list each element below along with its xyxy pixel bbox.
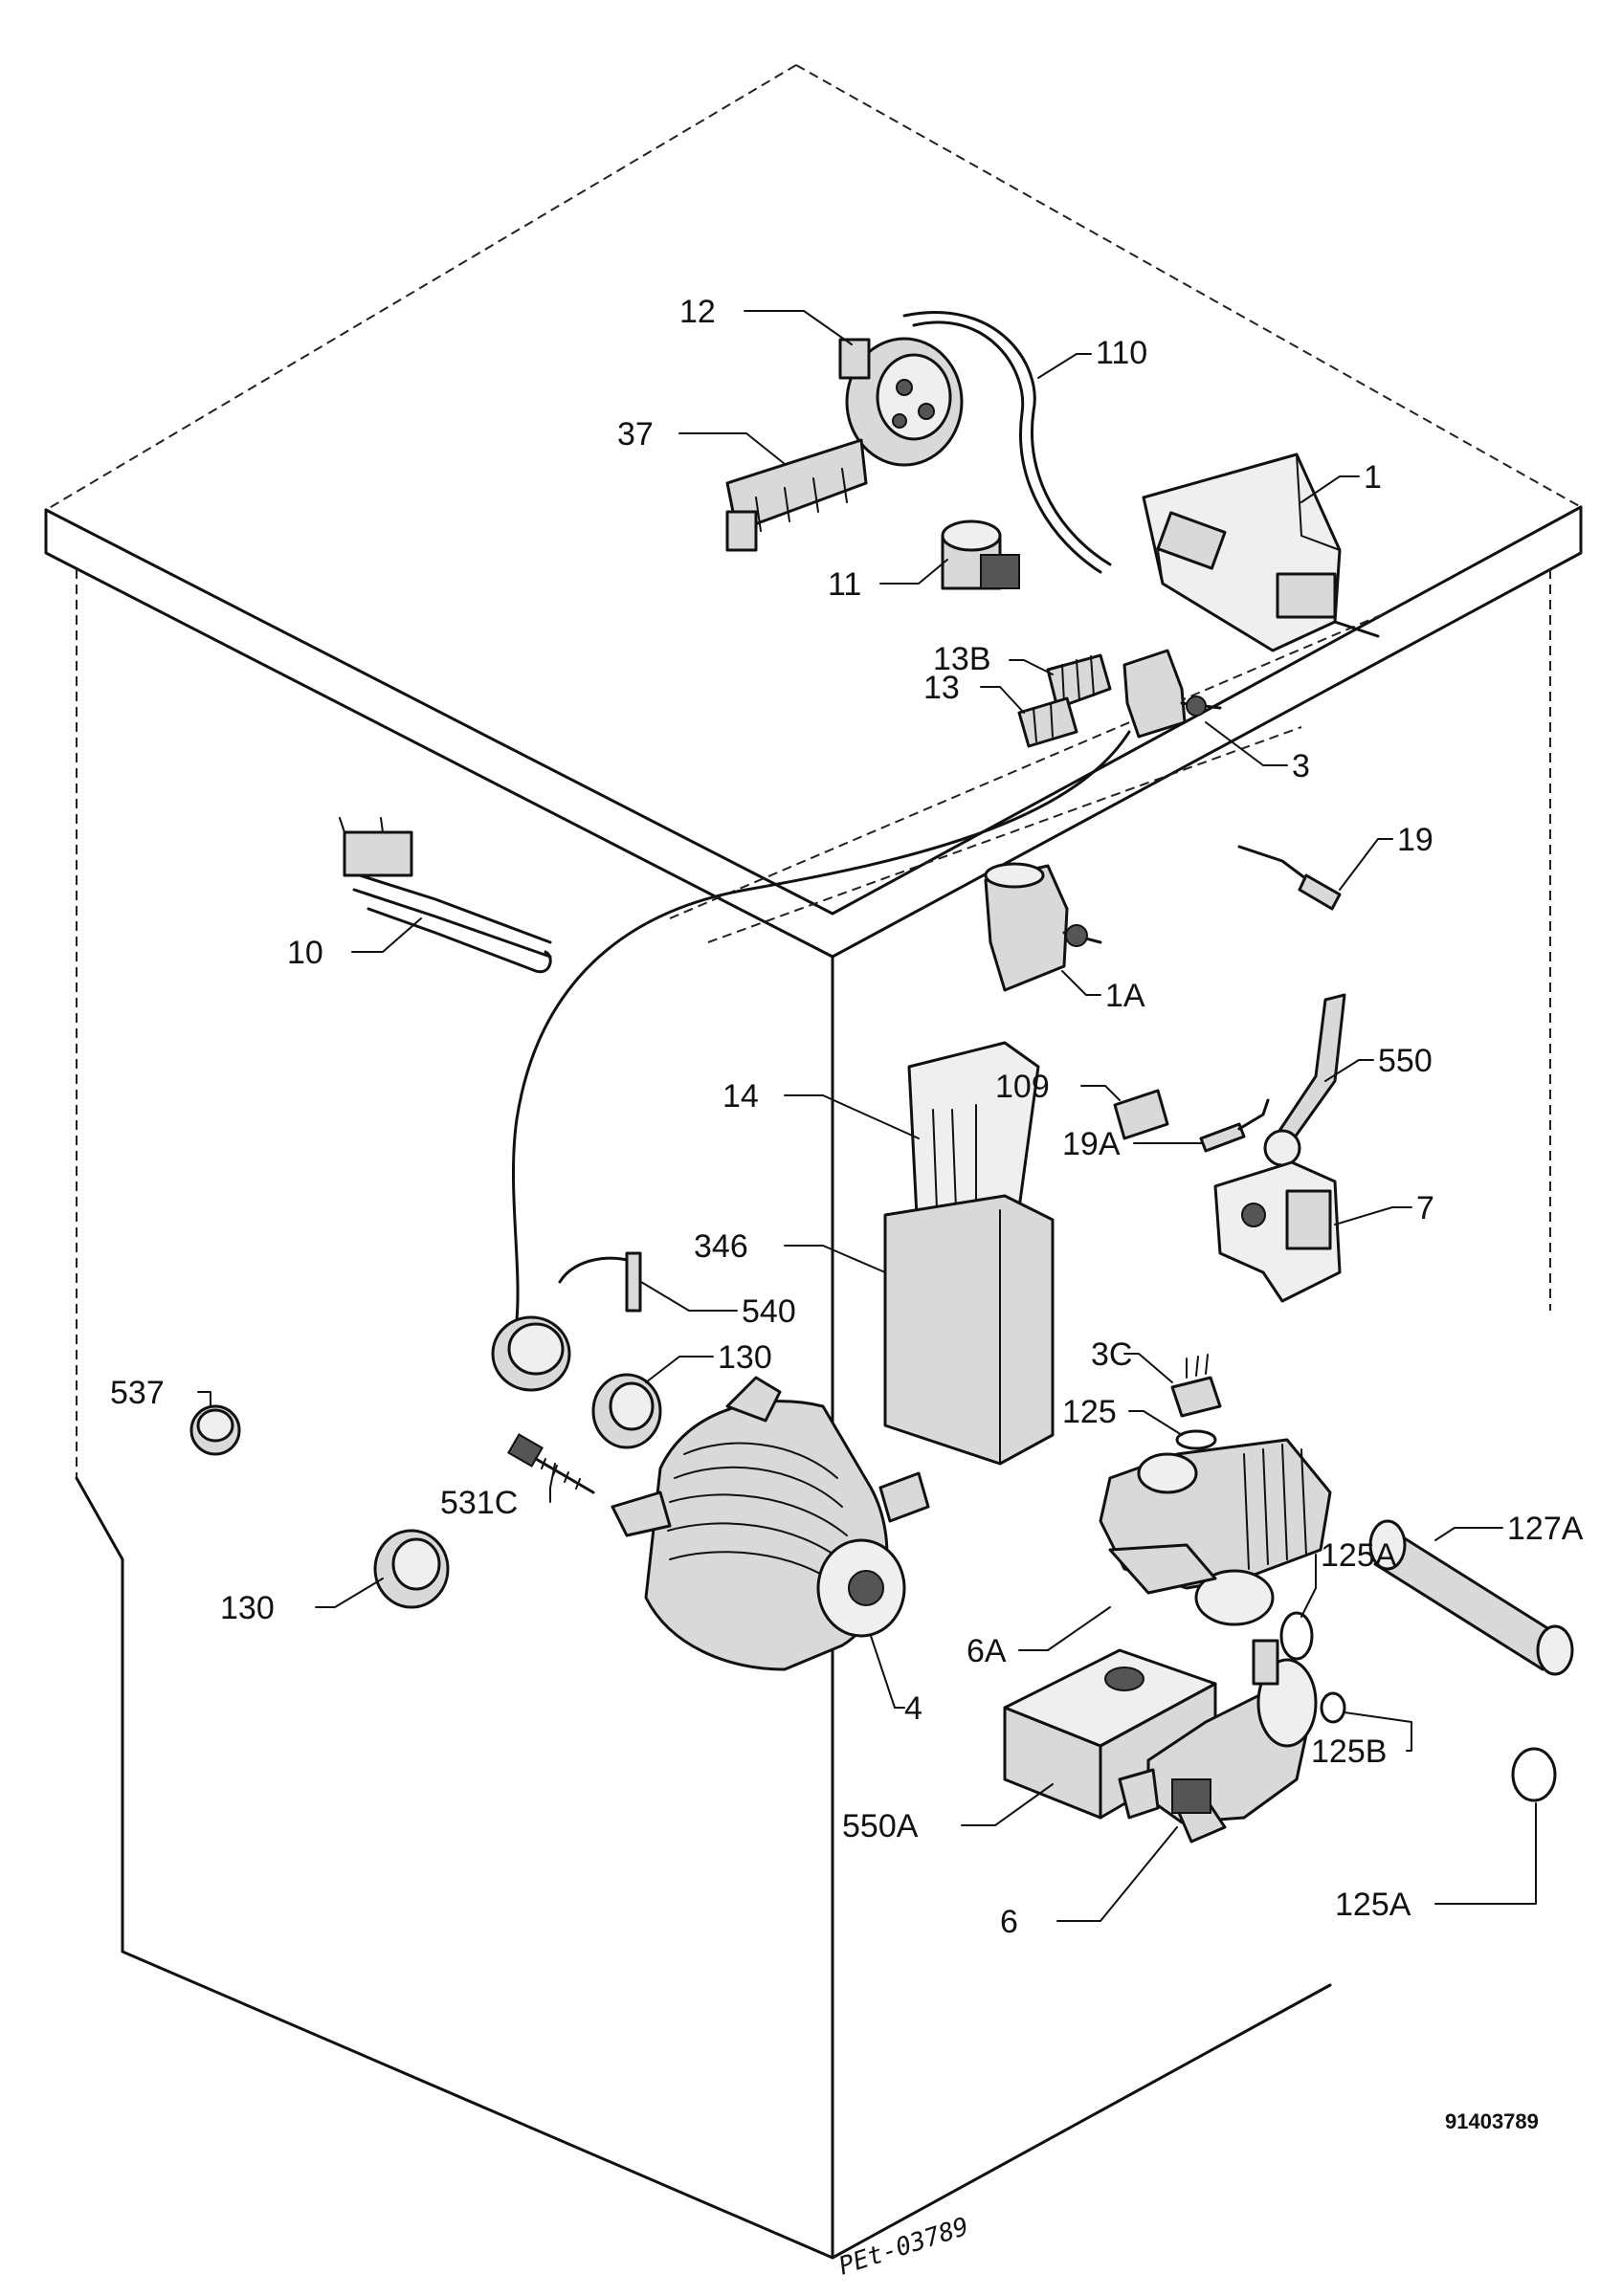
hose-110 — [902, 311, 1112, 566]
callout-11: 11 — [828, 566, 861, 603]
callout-13b: 13B — [933, 641, 991, 677]
cabinet-outline — [44, 64, 1583, 2260]
timer-motor-part — [838, 337, 964, 467]
grommet-wire-part — [491, 1315, 571, 1392]
connector-13-part — [1017, 696, 1078, 748]
callout-10: 10 — [287, 935, 323, 971]
callout-130-upper: 130 — [718, 1339, 772, 1376]
callout-3c: 3C — [1091, 1336, 1132, 1373]
callout-labels: 12 110 37 1 11 13B 13 3 19 10 1A 109 550… — [110, 294, 1584, 1940]
callout-6: 6 — [1000, 1904, 1018, 1940]
programmer-unit-part — [1142, 453, 1380, 652]
o-ring-125a-lower-part — [1511, 1747, 1557, 1802]
drawing-code: 91403789 — [1445, 2109, 1539, 2133]
sensor-19-part — [1237, 845, 1342, 911]
callout-19: 19 — [1397, 822, 1433, 858]
pump-motor-part — [611, 1376, 930, 1671]
callout-550: 550 — [1378, 1043, 1433, 1079]
sensor-19a-part — [1199, 1098, 1270, 1153]
callout-109: 109 — [995, 1069, 1050, 1105]
callout-125b: 125B — [1311, 1733, 1387, 1770]
callout-125a-upper: 125A — [1321, 1537, 1397, 1574]
handwritten-reference: PEt-03789 — [835, 2213, 972, 2282]
callout-125a-lower: 125A — [1335, 1887, 1411, 1923]
capacitor-part — [941, 519, 1020, 590]
grommet-130-lower-part — [373, 1529, 450, 1609]
pressure-switch-3c-part — [1170, 1354, 1222, 1418]
connector-13b-part — [1046, 653, 1112, 710]
pump-housing-6a-part — [1099, 1438, 1332, 1626]
detergent-drawer-part — [883, 1041, 1055, 1466]
plug-537-part — [189, 1404, 241, 1456]
callout-540: 540 — [742, 1293, 796, 1330]
callout-19a: 19A — [1062, 1126, 1121, 1162]
callout-4: 4 — [904, 1690, 922, 1727]
callout-7: 7 — [1416, 1190, 1434, 1226]
heating-element-part — [339, 817, 552, 974]
callout-127a: 127A — [1507, 1511, 1584, 1547]
o-ring-125b-part — [1320, 1691, 1346, 1724]
callout-346: 346 — [694, 1228, 748, 1265]
callout-537: 537 — [110, 1375, 165, 1411]
grommet-130-upper-part — [591, 1373, 662, 1449]
terminal-block-part — [725, 438, 868, 552]
selector-switch-part — [984, 862, 1102, 992]
holder-109-part — [1113, 1089, 1169, 1140]
callout-13: 13 — [923, 670, 960, 706]
callout-12: 12 — [679, 294, 716, 330]
callout-125: 125 — [1062, 1394, 1117, 1430]
callout-531c: 531C — [440, 1485, 518, 1521]
pipe-127a-part — [1368, 1519, 1574, 1676]
callout-110: 110 — [1096, 335, 1147, 371]
callout-550a: 550A — [842, 1808, 919, 1844]
hose-110-inner — [912, 320, 1102, 574]
door-lock-part — [1213, 1160, 1342, 1303]
o-ring-125-part — [1175, 1429, 1217, 1450]
wire-harness — [511, 730, 1131, 1322]
o-ring-125a-upper-part — [1279, 1611, 1314, 1661]
callout-6a: 6A — [967, 1633, 1007, 1669]
callout-3: 3 — [1292, 748, 1310, 784]
callout-37: 37 — [617, 416, 654, 453]
callout-1: 1 — [1364, 459, 1382, 496]
screw-531c-part — [507, 1433, 595, 1494]
callout-130-lower: 130 — [220, 1590, 275, 1626]
switch-3-part — [1122, 649, 1222, 739]
callout-14: 14 — [722, 1078, 759, 1115]
callout-1a: 1A — [1105, 978, 1145, 1014]
thermostat-550-part — [1263, 993, 1346, 1167]
drain-pump-6-part — [1118, 1639, 1318, 1843]
clip-540-part — [558, 1251, 642, 1313]
leader-lines — [197, 310, 1537, 1922]
